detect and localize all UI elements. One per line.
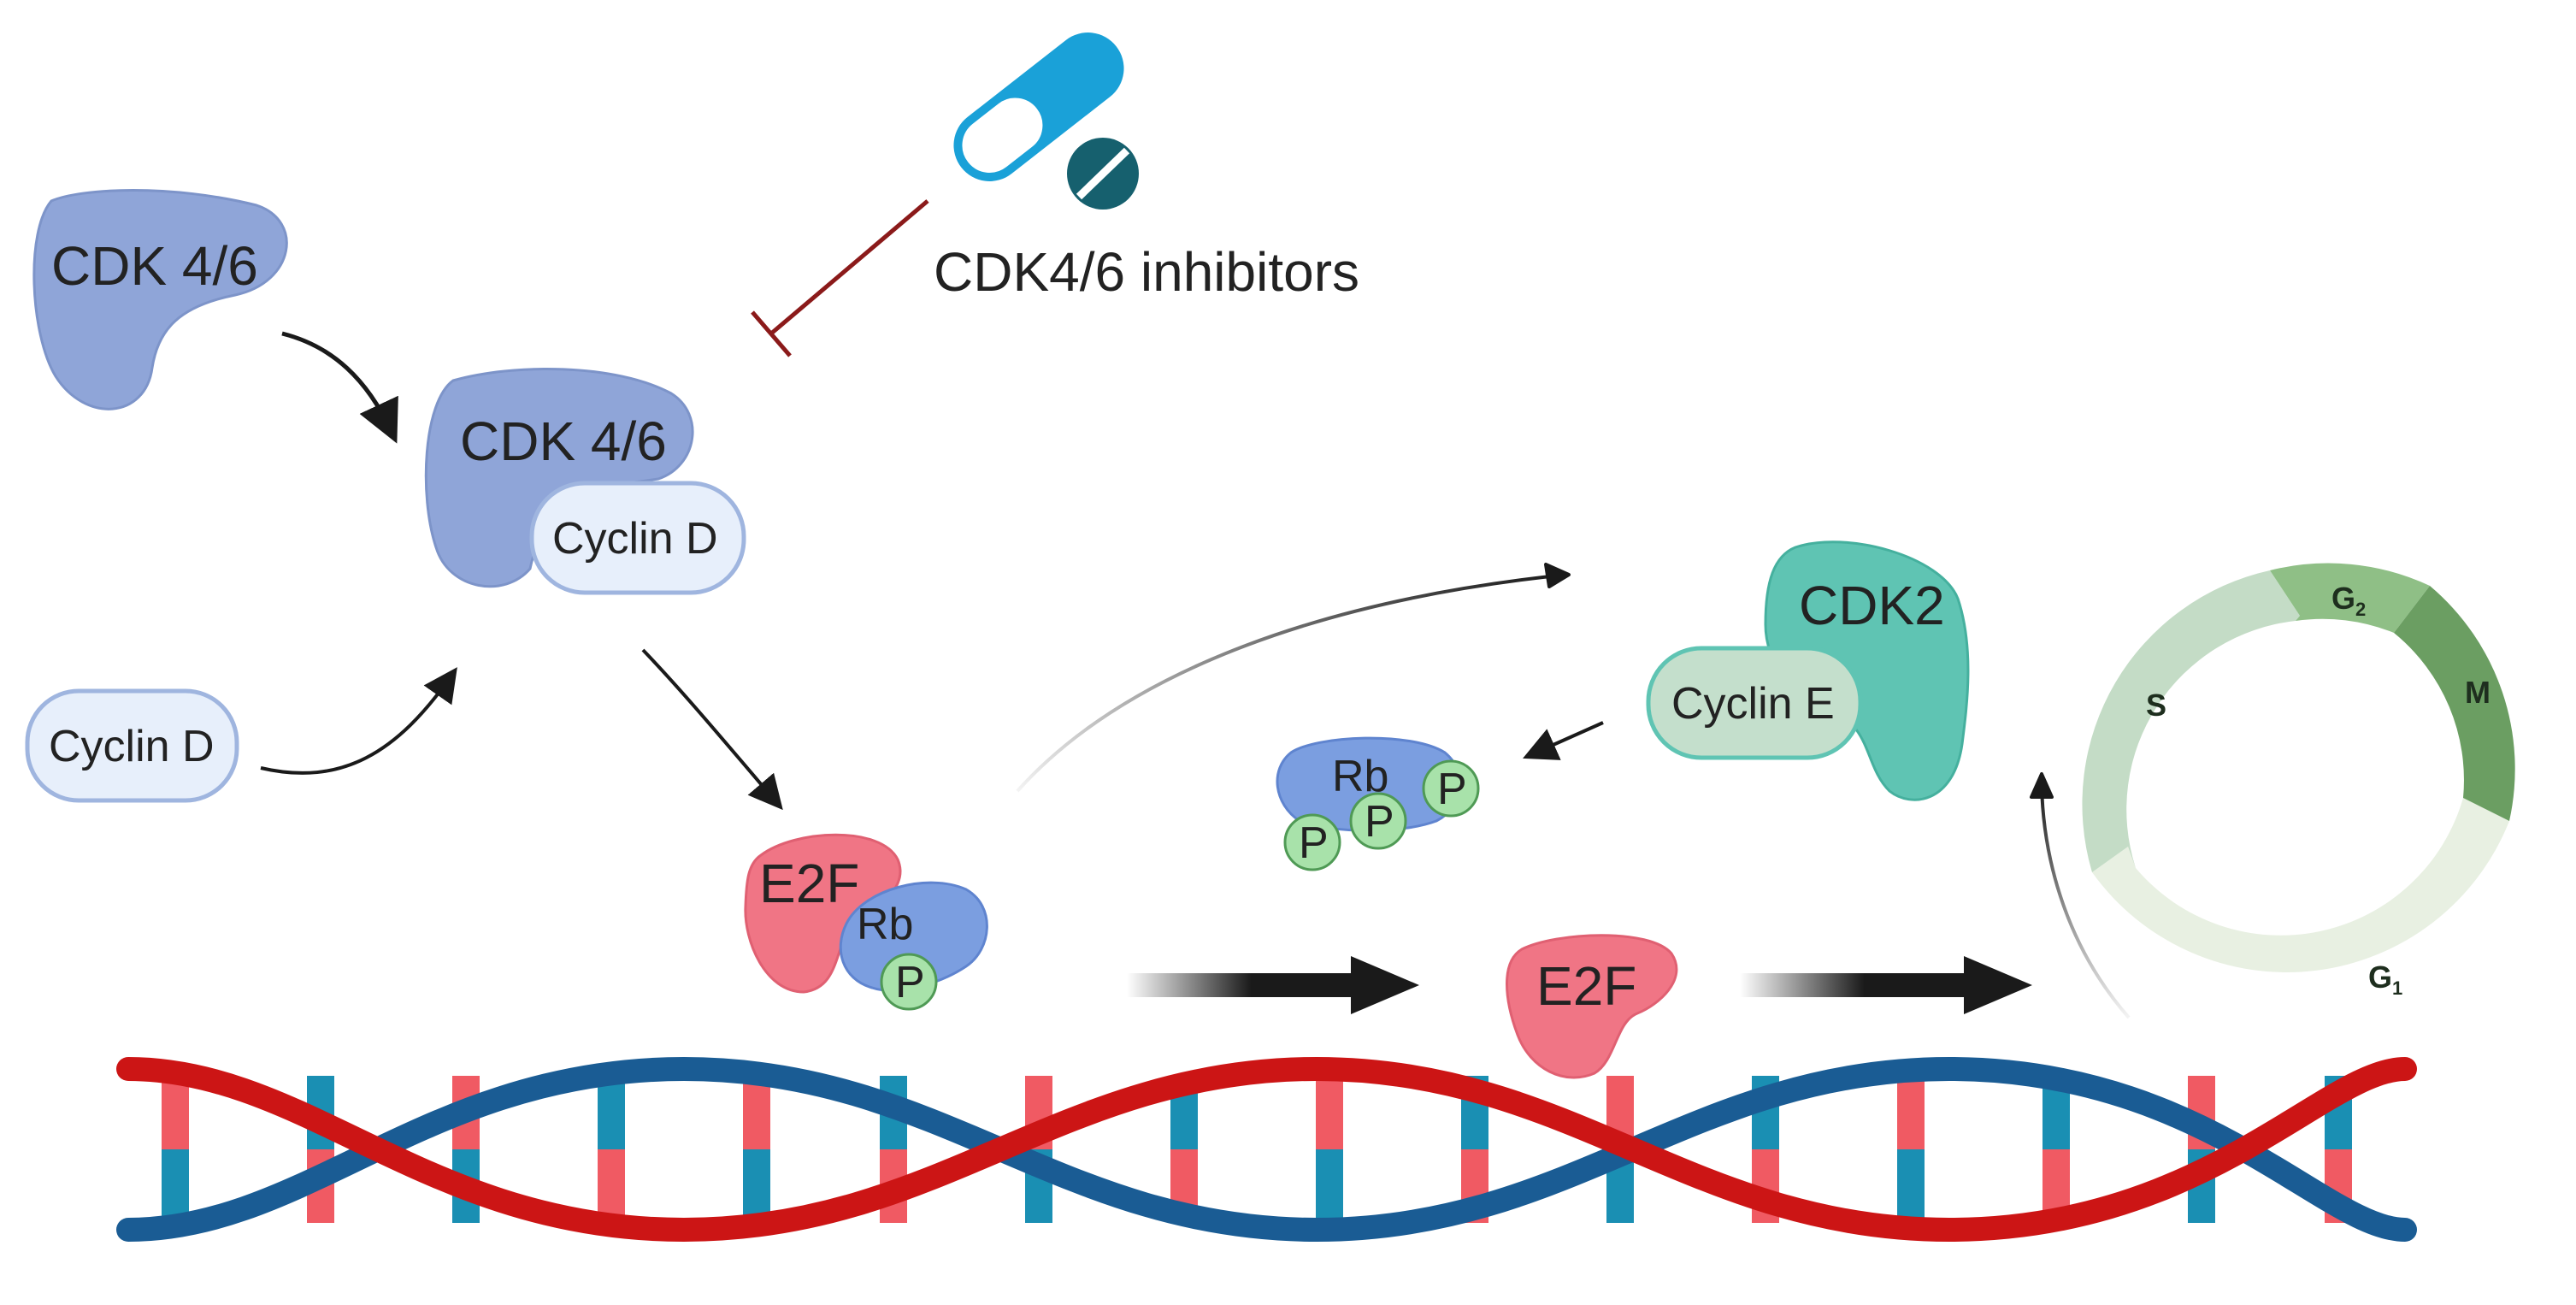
cell-cycle-g1-segment — [2092, 798, 2509, 972]
cell-cycle-s-label: S — [2146, 688, 2166, 723]
arrow-cdk2-to-rb — [1523, 721, 1604, 760]
cyclin-d-free-label: Cyclin D — [49, 722, 215, 771]
dna-helix — [116, 1056, 2417, 1243]
dna-base-bottom — [162, 1149, 189, 1223]
e2f-free-label: E2F — [1536, 955, 1636, 1017]
arrow-cdk-to-complex — [281, 331, 398, 444]
cdk46-cyclind-complex: CDK 4/6 Cyclin D — [424, 368, 746, 595]
capsule-icon — [953, 32, 1124, 181]
dna-base-top — [1897, 1076, 1925, 1149]
cell-cycle-ring: S G2 M G1 — [2082, 563, 2515, 999]
cdk46-free-label: CDK 4/6 — [51, 235, 258, 297]
dna-strand-red — [116, 1056, 2417, 1243]
cyclin-d-free: Cyclin D — [25, 688, 239, 803]
arrow-to-cell-cycle-head — [2030, 772, 2054, 799]
phosphate-1 — [1283, 813, 1341, 871]
arrow-e2f-to-cdk2-head — [1544, 563, 1571, 588]
cyclin-d-complex-label: Cyclin D — [552, 514, 718, 564]
cell-cycle-g2-label: G2 — [2331, 581, 2366, 620]
rb-phosphorylated: Rb P P P — [1276, 736, 1480, 871]
dna-base-bottom — [598, 1149, 625, 1223]
cell-cycle-g2-segment — [2270, 563, 2430, 633]
cyclin-e-label: Cyclin E — [1671, 679, 1835, 729]
arrow-to-cell-cycle — [2040, 784, 2131, 1019]
cell-cycle-m-segment — [2394, 586, 2515, 821]
arrow-e2f-to-cdk2 — [1016, 573, 1567, 793]
rb-phos-shape — [1276, 736, 1462, 832]
rb-bound-label: Rb — [857, 900, 913, 949]
phosphate-3-label: P — [1437, 765, 1467, 814]
cell-cycle-m-label: M — [2465, 675, 2491, 710]
dna-base-top — [162, 1076, 189, 1149]
e2f-free: E2F — [1506, 934, 1678, 1079]
inhibitor-drug: CDK4/6 inhibitors — [751, 32, 1359, 357]
cdk46-free: CDK 4/6 — [32, 189, 288, 410]
dna-base-bottom — [1897, 1149, 1925, 1223]
dna-base-top — [1316, 1076, 1343, 1149]
phosphate-bound-label: P — [895, 958, 925, 1007]
cdk2-label: CDK2 — [1799, 575, 1945, 636]
big-arrow-release — [1127, 956, 1419, 1014]
phosphate-3 — [1422, 759, 1480, 818]
cdk46-free-shape — [32, 189, 288, 410]
e2f-rb-bound-complex: E2F Rb P — [744, 833, 988, 1011]
cdk2-cycline-complex: CDK2 Cyclin E — [1646, 540, 1970, 801]
phosphate-1-label: P — [1299, 818, 1329, 868]
e2f-bound-label: E2F — [759, 853, 859, 914]
dna-base-top — [598, 1076, 625, 1149]
arrow-complex-to-e2f — [641, 648, 783, 811]
phosphate-bound — [880, 953, 938, 1011]
e2f-free-shape — [1506, 934, 1678, 1079]
inhibitor-label: CDK4/6 inhibitors — [934, 241, 1359, 303]
phosphate-2-label: P — [1365, 797, 1394, 847]
inhibition-line — [751, 199, 929, 357]
rb-bound-shape — [839, 881, 988, 992]
cyclin-e-shape — [1646, 646, 1863, 760]
cell-cycle-s-segment — [2082, 570, 2300, 872]
cell-cycle-g1-label: G1 — [2368, 960, 2402, 999]
cyclin-d-free-shape — [25, 688, 239, 803]
arrow-cyclind-to-complex — [260, 667, 457, 775]
big-arrow-transcription — [1740, 956, 2032, 1014]
dna-base-bottom — [1316, 1149, 1343, 1223]
cdk46-complex-label: CDK 4/6 — [460, 410, 667, 472]
tablet-icon — [1067, 138, 1139, 210]
dna-strand-blue — [116, 1056, 2417, 1243]
dna-base-top — [743, 1076, 770, 1149]
cyclin-d-complex-shape — [529, 481, 746, 595]
phosphate-2 — [1349, 792, 1407, 850]
dna-base-bottom — [743, 1149, 770, 1223]
cdk2-shape — [1764, 540, 1970, 801]
